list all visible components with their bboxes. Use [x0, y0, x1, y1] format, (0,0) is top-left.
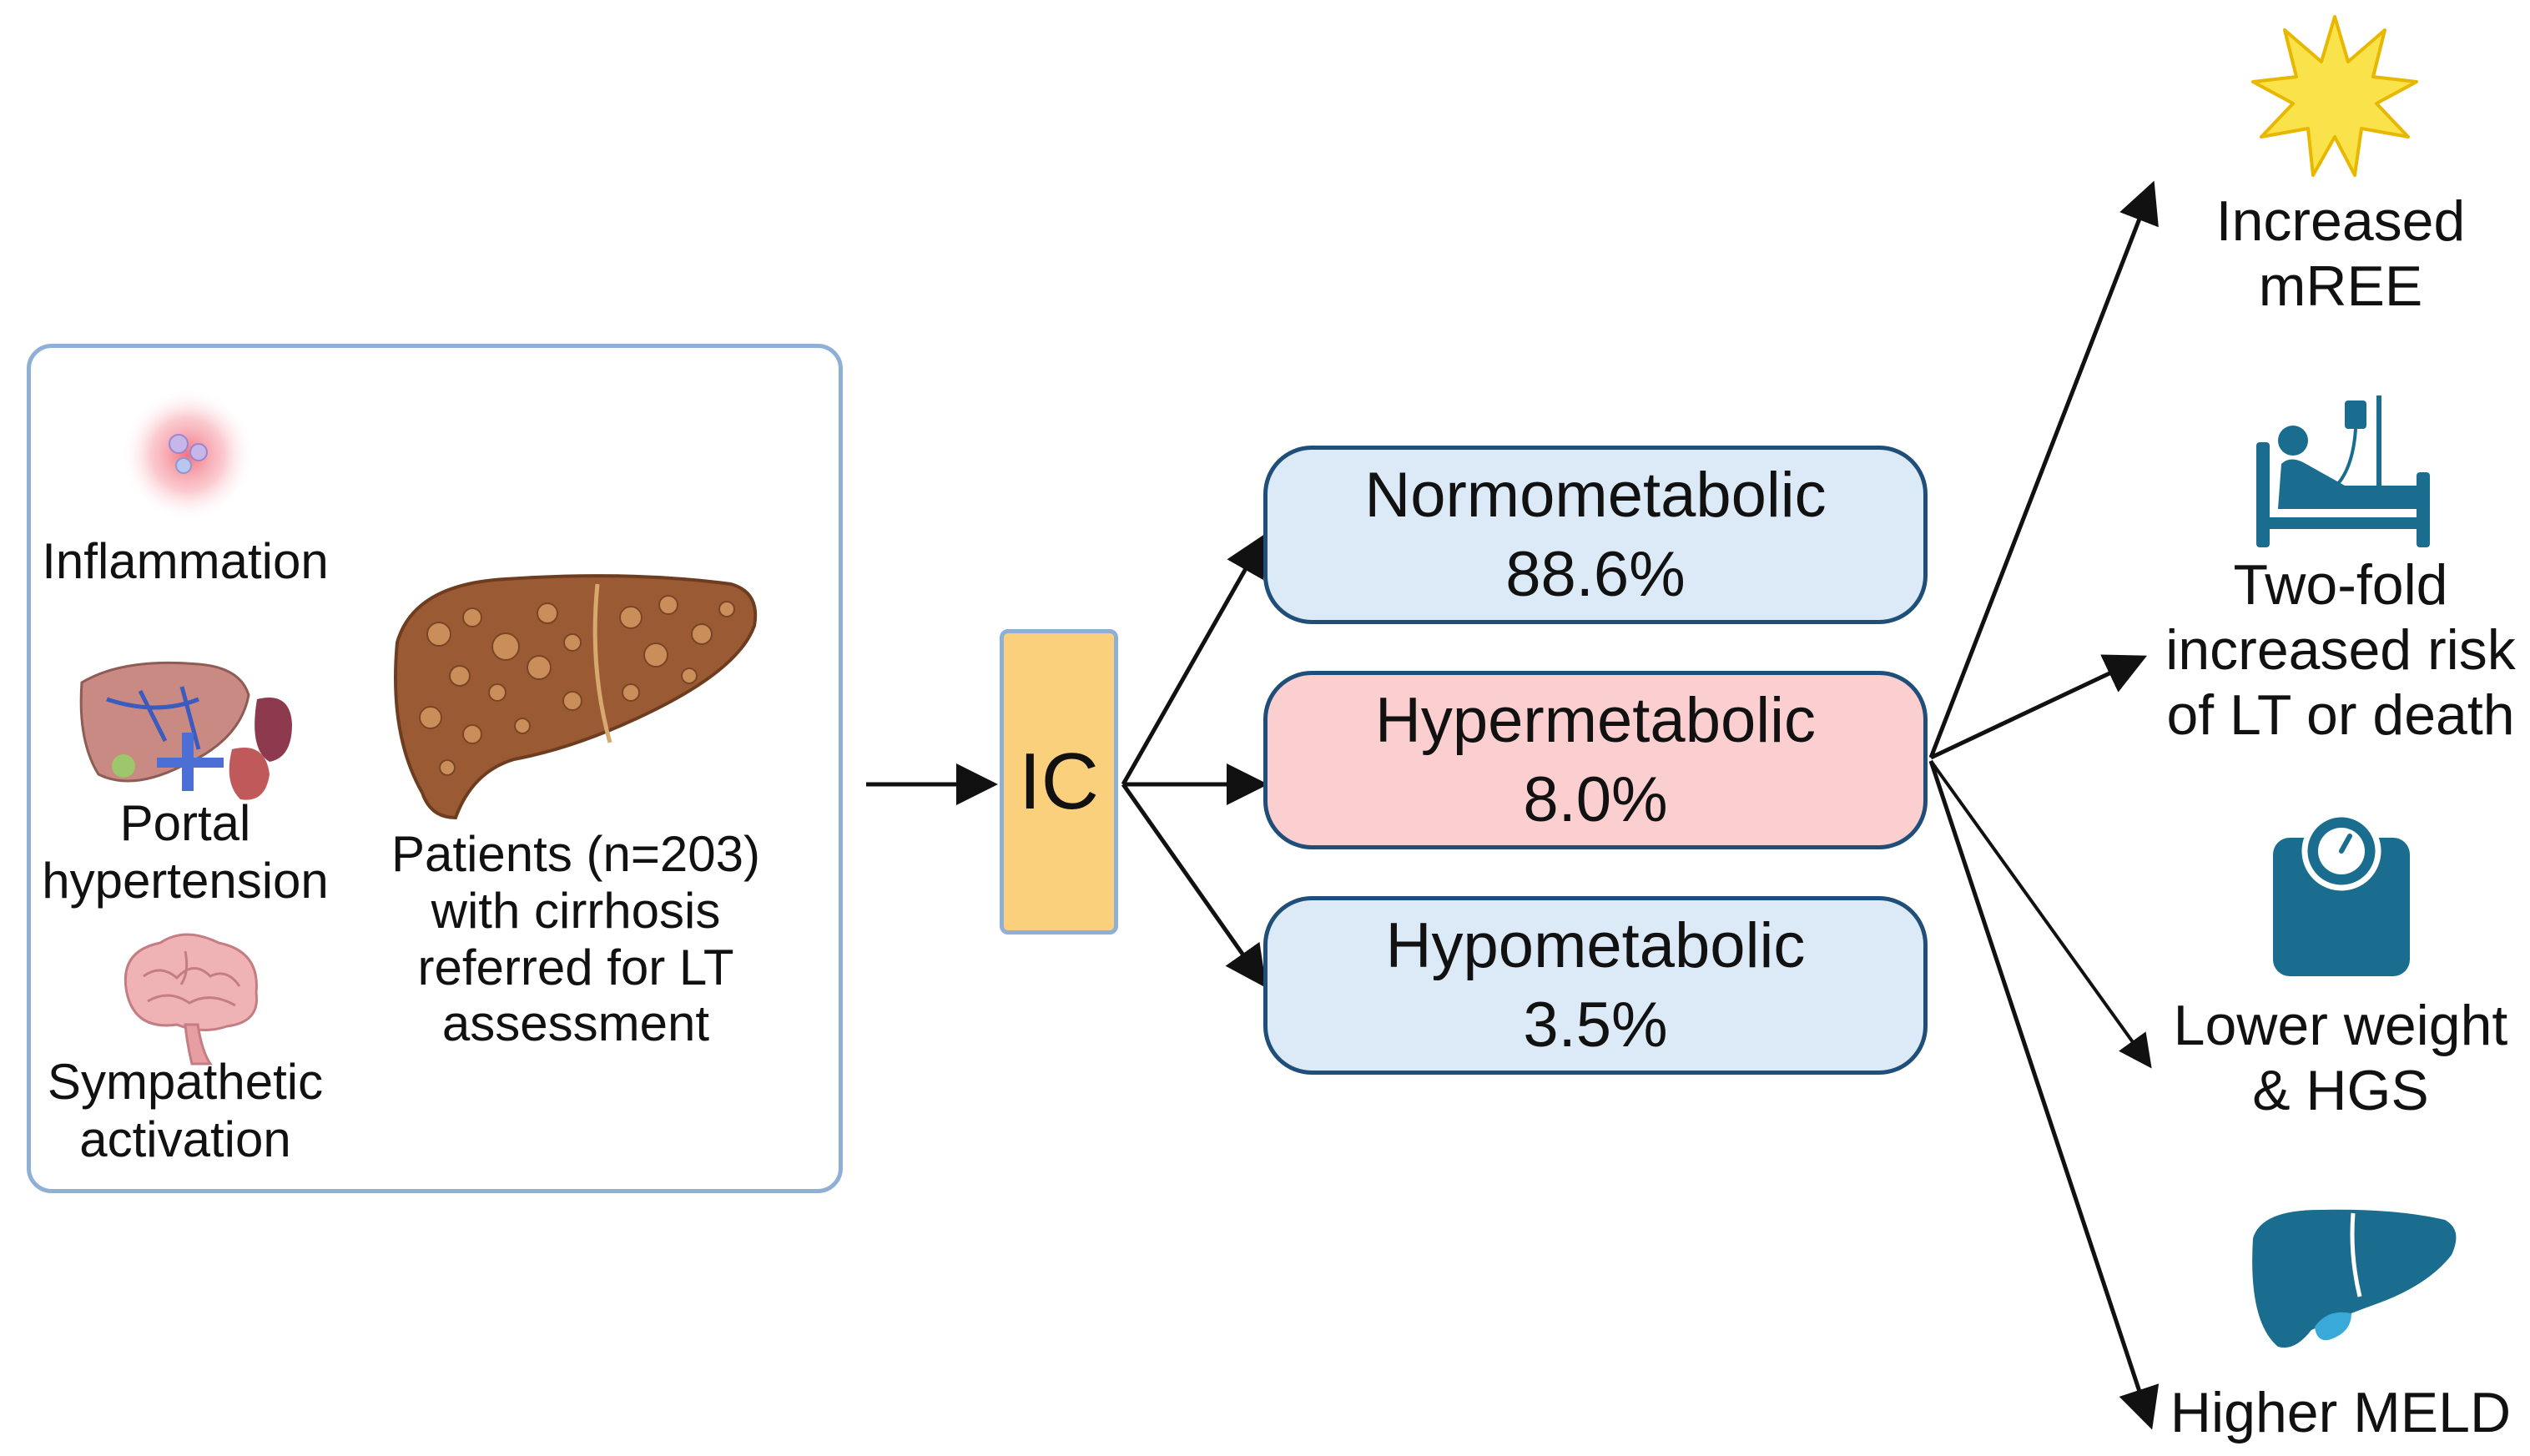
lower-weight-hgs-label: Lower weight & HGS — [2153, 993, 2528, 1123]
patients-line4: assessment — [441, 995, 710, 1052]
portal-label-line1: Portal — [119, 795, 251, 851]
increased-mree-line2: mREE — [2258, 254, 2423, 319]
patients-line2: with cirrhosis — [431, 882, 721, 939]
portal-label-line2: hypertension — [42, 853, 329, 909]
patients-line1: Patients (n=203) — [391, 826, 760, 882]
patients-description: Patients (n=203) with cirrhosis referred… — [367, 826, 784, 1052]
hypometabolic-box: Hypometabolic 3.5% — [1263, 896, 1928, 1075]
weight-line2: & HGS — [2252, 1059, 2429, 1123]
risk-line2: increased risk — [2165, 618, 2516, 683]
inflammation-cells-icon — [121, 388, 255, 521]
hypermetabolic-name: Hypermetabolic — [1375, 685, 1816, 756]
arrow-ic-to-hypometabolic — [1121, 783, 1267, 989]
sun-burst-icon — [2251, 15, 2418, 177]
ic-label: IC — [1019, 737, 1099, 826]
hypermetabolic-percent: 8.0% — [1523, 764, 1668, 835]
risk-line3: of LT or death — [2166, 683, 2515, 748]
arrow-hyper-to-weight — [1929, 759, 2152, 1069]
hypometabolic-name: Hypometabolic — [1385, 910, 1806, 981]
patients-line3: referred for LT — [417, 939, 734, 995]
arrow-ic-to-normometabolic — [1121, 533, 1266, 786]
weight-line1: Lower weight — [2173, 994, 2508, 1057]
weight-scale-icon — [2273, 813, 2410, 976]
sympathetic-label-line1: Sympathetic — [47, 1054, 324, 1110]
brain-icon — [123, 933, 259, 1066]
sympathetic-label-line2: activation — [79, 1111, 291, 1167]
higher-meld-label: Higher MELD — [2170, 1381, 2512, 1444]
normometabolic-box: Normometabolic 88.6% — [1263, 446, 1928, 624]
liver-vasculature-icon — [79, 661, 292, 800]
sympathetic-activation-label: Sympathetic activation — [33, 1053, 337, 1168]
hypometabolic-percent: 3.5% — [1523, 990, 1668, 1061]
normometabolic-name: Normometabolic — [1364, 460, 1827, 531]
portal-hypertension-label: Portal hypertension — [33, 794, 337, 909]
risk-line1: Two-fold — [2233, 553, 2448, 617]
arrow-hyper-to-meld — [1928, 760, 2160, 1430]
arrow-hyper-to-risk — [1929, 654, 2148, 760]
increased-mree-line1: Increased — [2215, 189, 2466, 253]
hospital-bed-icon — [2256, 395, 2430, 547]
arrow-hyper-to-increased-mree — [1928, 180, 2159, 758]
liver-icon — [2252, 1209, 2457, 1348]
cirrhotic-liver-icon — [394, 574, 758, 820]
risk-of-lt-or-death-label: Two-fold increased risk of LT or death — [2153, 552, 2528, 748]
normometabolic-percent: 88.6% — [1505, 539, 1686, 610]
ic-node: IC — [1000, 629, 1118, 935]
inflammation-label: Inflammation — [42, 533, 329, 589]
hypermetabolic-box: Hypermetabolic 8.0% — [1263, 671, 1928, 849]
increased-mree-label: Increased mREE — [2153, 189, 2528, 319]
